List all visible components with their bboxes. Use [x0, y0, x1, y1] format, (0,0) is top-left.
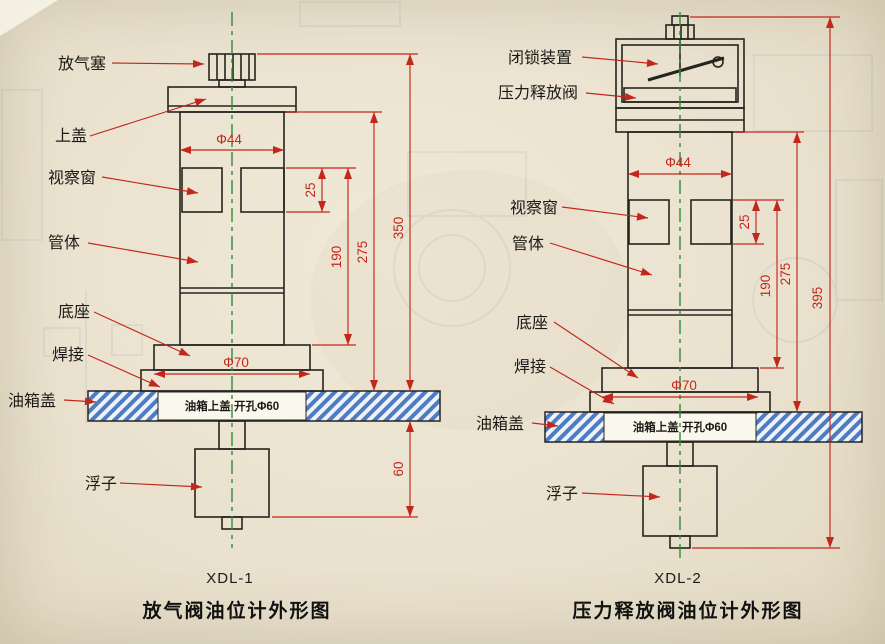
xdl1-title-caption: 放气阀油位计外形图 [141, 599, 331, 622]
xdl2-latch-pivot-shape [712, 56, 724, 68]
xdl1-label-vent-plug: 放气塞 [58, 55, 106, 73]
figure-xdl2: 闭锁装置 压力释放阀 视察窗 管体 底座 焊接 油箱盖 浮子 Φ44 25 19… [476, 12, 863, 622]
xdl2-label-pressure-relief-valve: 压力释放阀 [498, 84, 578, 102]
xdl2-label-inspection-window: 视察窗 [510, 199, 558, 217]
xdl1-leader-lines [63, 59, 207, 491]
xdl1-label-inspection-window: 视察窗 [48, 169, 96, 187]
xdl1-dimension-lines [154, 54, 414, 517]
xdl2-label-base: 底座 [516, 314, 548, 332]
xdl2-dimension-lines [602, 17, 834, 548]
figure-xdl1: 放气塞 上盖 视察窗 管体 底座 焊接 油箱盖 浮子 Φ44 25 190 27… [8, 12, 441, 622]
xdl2-dim-top-diameter: Φ44 [665, 155, 691, 170]
xdl1-label-base: 底座 [58, 303, 90, 321]
xdl1-label-tube-body: 管体 [48, 234, 80, 252]
xdl2-window-left-shape [628, 199, 670, 245]
xdl2-dim-window-height: 25 [737, 214, 752, 229]
xdl1-dim-body-height: 275 [355, 241, 370, 264]
xdl2-leader-lines [531, 56, 661, 501]
xdl2-label-weld: 焊接 [514, 358, 546, 376]
xdl2-dim-body-height: 275 [778, 263, 793, 286]
xdl2-label-locking-device: 闭锁装置 [508, 49, 572, 67]
page-corner-fold [0, 0, 58, 36]
xdl2-dim-base-diameter: Φ70 [671, 378, 697, 393]
xdl2-model-caption: XDL-2 [654, 570, 702, 587]
xdl1-dim-window-height: 25 [303, 182, 318, 197]
xdl2-dim-tube-section: 190 [758, 275, 773, 298]
xdl2-label-tube-body: 管体 [512, 235, 544, 253]
xdl1-hole-note: 油箱上盖 开孔Φ60 [185, 399, 279, 413]
xdl1-dim-base-diameter: Φ70 [223, 355, 249, 370]
xdl1-window-left-shape [181, 167, 223, 213]
xdl1-dim-top-diameter: Φ44 [216, 132, 242, 147]
xdl2-label-tank-cover: 油箱盖 [476, 415, 524, 433]
xdl1-dim-overall-height: 350 [391, 217, 406, 240]
xdl1-label-float: 浮子 [85, 475, 117, 493]
xdl1-label-tank-cover: 油箱盖 [8, 392, 56, 410]
xdl2-label-float: 浮子 [546, 485, 578, 503]
xdl2-hole-note: 油箱上盖 开孔Φ60 [633, 420, 727, 434]
xdl1-window-right-shape [240, 167, 285, 213]
xdl2-title-caption: 压力释放阀油位计外形图 [572, 599, 803, 622]
xdl1-dim-tube-section: 190 [329, 246, 344, 269]
xdl1-label-weld: 焊接 [52, 346, 84, 364]
xdl2-dim-overall-height: 395 [810, 287, 825, 310]
scan-smudge [310, 170, 630, 430]
xdl1-dim-float-drop: 60 [391, 461, 406, 476]
xdl2-latch-lever-shape [647, 56, 725, 82]
xdl2-window-right-shape [690, 199, 732, 245]
xdl1-model-caption: XDL-1 [206, 570, 254, 587]
xdl1-label-top-cover: 上盖 [55, 127, 87, 145]
